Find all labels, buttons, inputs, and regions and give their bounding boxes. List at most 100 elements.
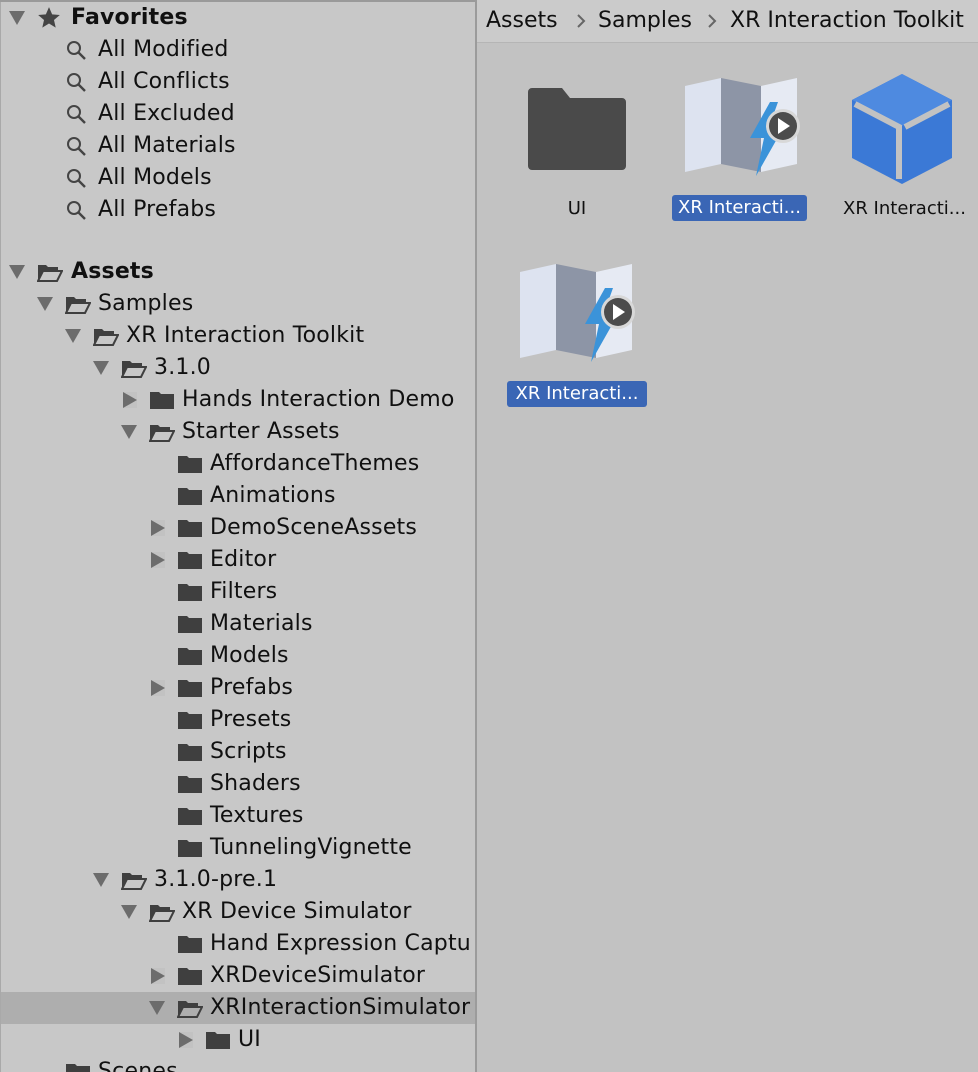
tree-item-textures[interactable]: Textures — [1, 800, 476, 832]
tree-item-shaders[interactable]: Shaders — [1, 768, 476, 800]
breadcrumb-item-xr-interaction-toolkit[interactable]: XR Interaction Toolkit — [730, 8, 964, 33]
tree-item-tunnelingvignette[interactable]: TunnelingVignette — [1, 832, 476, 864]
tree-label: DemoSceneAssets — [210, 515, 418, 540]
favorites-header[interactable]: Favorites — [1, 2, 476, 34]
tree-item-demosceneassets[interactable]: DemoSceneAssets — [1, 512, 476, 544]
folder-icon — [178, 808, 202, 825]
folder-icon — [178, 552, 202, 569]
favorite-item-all-modified[interactable]: All Modified — [1, 34, 476, 66]
tree-item-materials[interactable]: Materials — [1, 608, 476, 640]
folder-icon — [178, 488, 202, 505]
tree-label: TunnelingVignette — [210, 835, 412, 860]
tree-label: Samples — [98, 291, 194, 316]
tree-item-assets[interactable]: Assets — [1, 256, 476, 288]
tree-item-xrinteractionsimulator[interactable]: XRInteractionSimulator — [1, 992, 476, 1024]
tree-label: Scenes — [98, 1059, 178, 1072]
favorite-item-all-materials[interactable]: All Materials — [1, 130, 476, 162]
tree-label: Assets — [71, 259, 154, 284]
tree-label: XRDeviceSimulator — [210, 963, 426, 988]
expand-arrow-icon[interactable] — [65, 329, 81, 343]
chevron-right-icon — [577, 14, 586, 28]
folder-icon — [178, 584, 202, 601]
project-tree-panel[interactable]: Favorites All Modified All Conflicts All… — [0, 2, 476, 1072]
collapsed-arrow-icon[interactable] — [151, 968, 165, 984]
expand-arrow-icon[interactable] — [149, 1001, 165, 1015]
tree-label: XR Device Simulator — [182, 899, 412, 924]
expand-arrow-icon[interactable] — [9, 265, 25, 279]
tree-item-xrdevicesimulator[interactable]: XRDeviceSimulator — [1, 960, 476, 992]
tree-item-3-1-0[interactable]: 3.1.0 — [1, 352, 476, 384]
search-icon — [67, 105, 86, 124]
tree-item-editor[interactable]: Editor — [1, 544, 476, 576]
collapsed-arrow-icon[interactable] — [123, 392, 137, 408]
tree-item-models[interactable]: Models — [1, 640, 476, 672]
tree-item-filters[interactable]: Filters — [1, 576, 476, 608]
asset-browser-panel[interactable]: Assets Samples XR Interaction Toolkit UI… — [477, 0, 978, 1072]
expand-arrow-icon[interactable] — [93, 873, 109, 887]
search-icon — [67, 201, 86, 220]
collapsed-arrow-icon[interactable] — [179, 1032, 193, 1048]
collapsed-arrow-icon[interactable] — [151, 552, 165, 568]
tree-item-presets[interactable]: Presets — [1, 704, 476, 736]
tree-item-xr-device-simulator[interactable]: XR Device Simulator — [1, 896, 476, 928]
expand-arrow-icon[interactable] — [121, 905, 137, 919]
folder-icon — [178, 776, 202, 793]
tree-item-3-1-0-pre-1[interactable]: 3.1.0-pre.1 — [1, 864, 476, 896]
tree-item-affordancethemes[interactable]: AffordanceThemes — [1, 448, 476, 480]
folder-icon — [150, 392, 174, 409]
folder-open-icon — [37, 265, 63, 282]
search-icon — [67, 41, 86, 60]
folder-open-icon — [121, 361, 147, 378]
tree-item-scenes[interactable]: Scenes — [1, 1056, 476, 1072]
tree-item-scripts[interactable]: Scripts — [1, 736, 476, 768]
tree-label: Presets — [210, 707, 292, 732]
favorites-title: Favorites — [71, 5, 188, 30]
collapsed-arrow-icon[interactable] — [151, 520, 165, 536]
folder-open-icon — [121, 873, 147, 890]
folder-open-icon — [65, 297, 91, 314]
folder-open-icon — [177, 1001, 203, 1018]
favorite-item-all-models[interactable]: All Models — [1, 162, 476, 194]
folder-icon — [178, 968, 202, 985]
tree-item-xr-interaction-toolkit[interactable]: XR Interaction Toolkit — [1, 320, 476, 352]
folder-icon — [206, 1032, 230, 1049]
breadcrumb-item-assets[interactable]: Assets — [486, 8, 558, 33]
search-icon — [67, 169, 86, 188]
expand-arrow-icon[interactable] — [121, 425, 137, 439]
favorite-label: All Models — [98, 165, 212, 190]
expand-arrow-icon[interactable] — [93, 361, 109, 375]
tree-item-samples[interactable]: Samples — [1, 288, 476, 320]
tree-item-hands-interaction-demo[interactable]: Hands Interaction Demo — [1, 384, 476, 416]
favorite-label: All Prefabs — [98, 197, 217, 222]
favorite-item-all-conflicts[interactable]: All Conflicts — [1, 66, 476, 98]
tree-item-prefabs[interactable]: Prefabs — [1, 672, 476, 704]
tree-label: 3.1.0-pre.1 — [154, 867, 278, 892]
favorite-item-all-excluded[interactable]: All Excluded — [1, 98, 476, 130]
tree-label: XRInteractionSimulator — [210, 995, 471, 1020]
folder-icon — [178, 936, 202, 953]
breadcrumb: Assets Samples XR Interaction Toolkit — [477, 0, 978, 43]
tree-item-starter-assets[interactable]: Starter Assets — [1, 416, 476, 448]
expand-arrow-icon[interactable] — [9, 11, 25, 25]
favorite-item-all-prefabs[interactable]: All Prefabs — [1, 194, 476, 226]
tree-label: Shaders — [210, 771, 301, 796]
tree-label: AffordanceThemes — [210, 451, 420, 476]
folder-icon — [178, 520, 202, 537]
collapsed-arrow-icon[interactable] — [151, 680, 165, 696]
folder-icon — [178, 744, 202, 761]
tree-label: Models — [210, 643, 289, 668]
panel-splitter[interactable] — [475, 0, 477, 1072]
tree-item-hand-expression-capture[interactable]: Hand Expression Captu — [1, 928, 476, 960]
tree-label: XR Interaction Toolkit — [126, 323, 365, 348]
asset-label: UI — [567, 198, 587, 219]
breadcrumb-item-samples[interactable]: Samples — [598, 8, 692, 33]
tree-item-ui[interactable]: UI — [1, 1024, 476, 1056]
asset-label: XR Interacti... — [843, 198, 966, 219]
expand-arrow-icon[interactable] — [37, 297, 53, 311]
prefab-cube-icon — [852, 74, 952, 184]
tree-label: Animations — [210, 483, 336, 508]
tree-item-animations[interactable]: Animations — [1, 480, 476, 512]
folder-icon — [66, 1064, 90, 1072]
tree-label: Starter Assets — [182, 419, 340, 444]
tree-label: Hands Interaction Demo — [182, 387, 455, 412]
